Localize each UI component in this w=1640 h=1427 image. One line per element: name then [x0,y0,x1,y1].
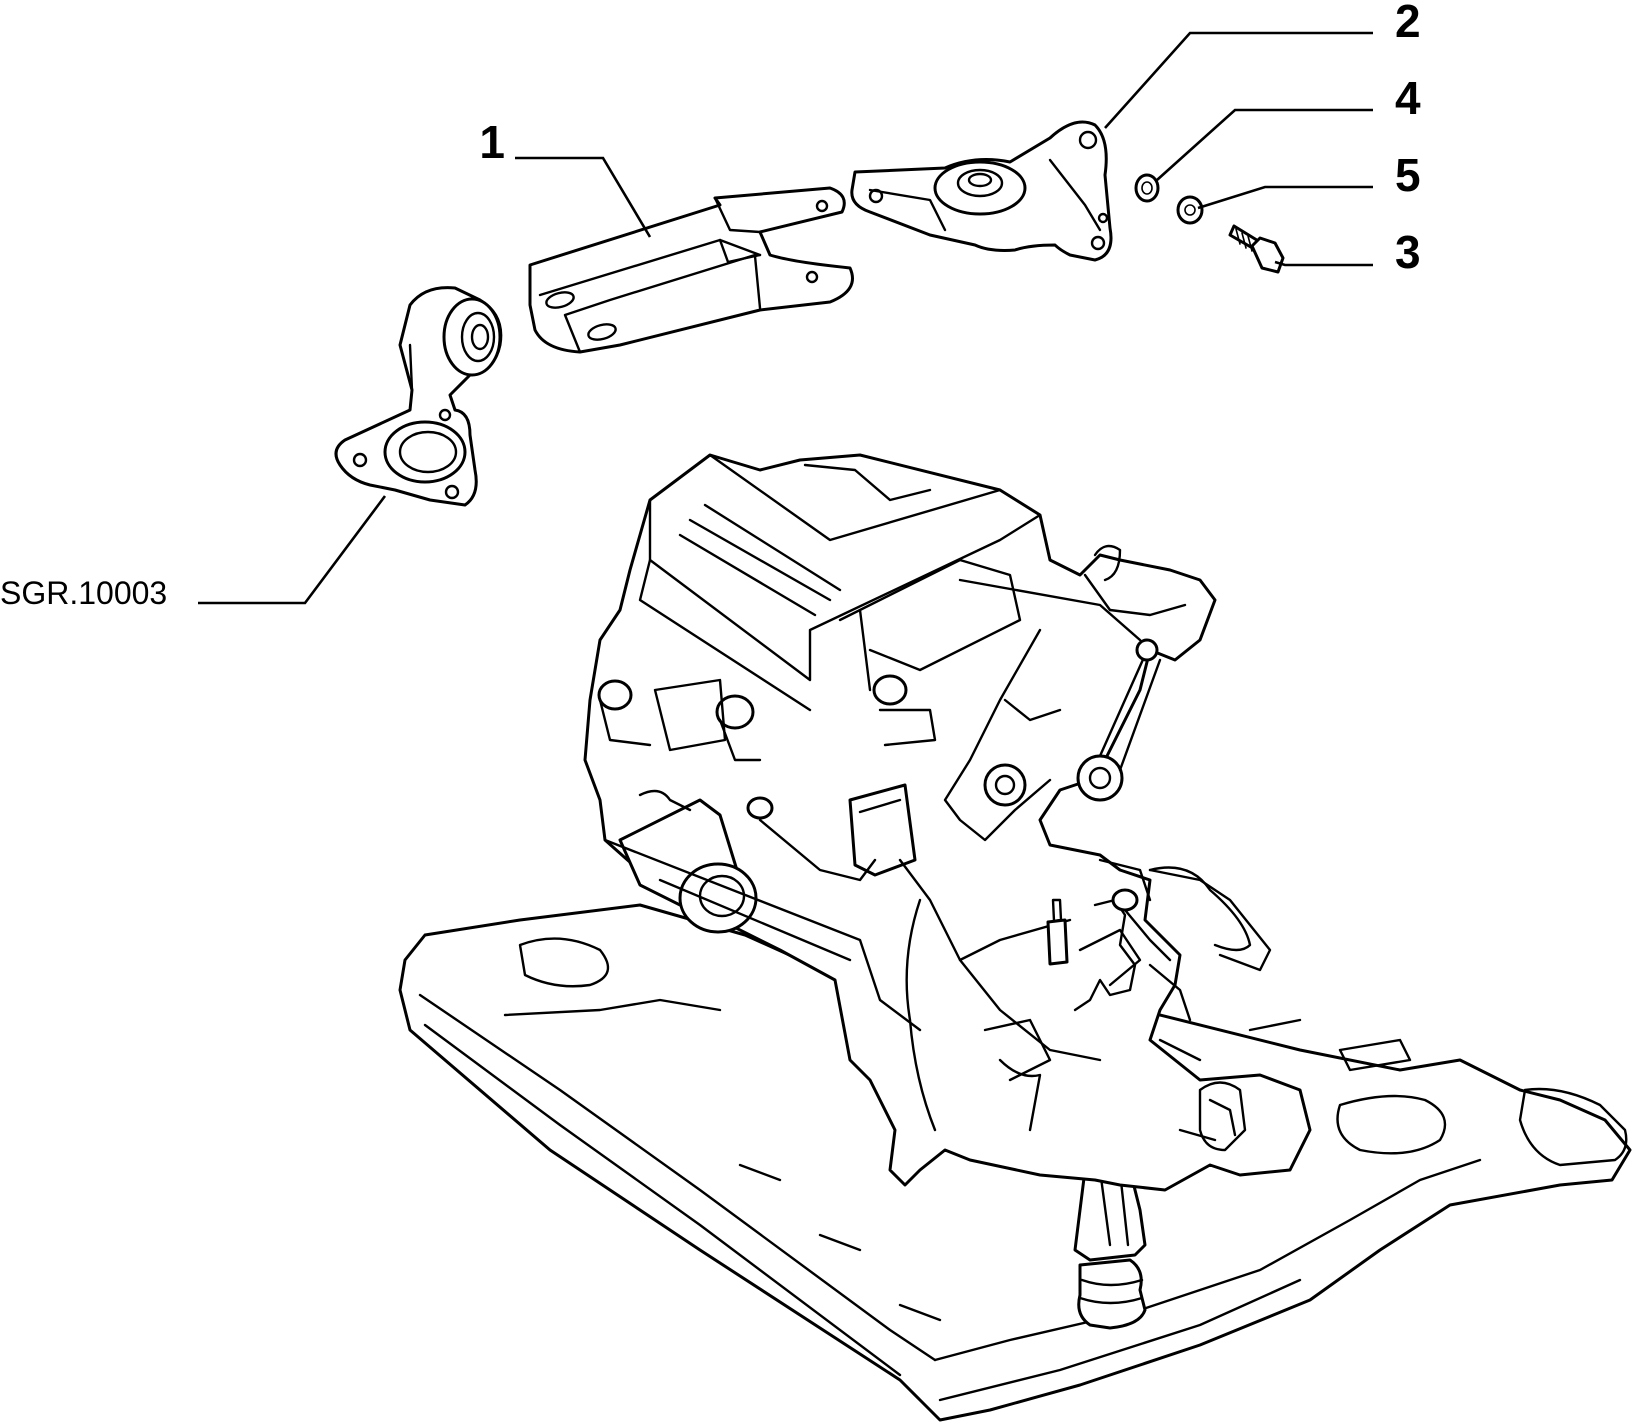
callout-2: 2 [1395,0,1421,47]
leader-lines [198,31,1373,605]
reference-code: SGR.10003 [0,575,167,611]
leader-line-1 [515,156,652,238]
leader-line-5 [1197,185,1373,210]
engine-gearbox-subframe-assembly [398,453,1632,1422]
callout-labels: 1 2 4 5 3 SGR.10003 [0,0,1421,611]
part-2-engine-mount [850,120,1113,262]
callout-5: 5 [1395,149,1421,201]
leader-line-4 [1156,108,1373,181]
leader-line-ref [198,495,387,605]
callout-4: 4 [1395,72,1421,124]
part-3-bolt [1228,224,1285,274]
left-mount-bracket [334,286,503,507]
part-4-washer [1134,173,1160,203]
part-1-reaction-link [528,186,854,354]
leader-line-2 [1104,31,1373,129]
leader-line-3 [1274,260,1373,267]
callout-1: 1 [479,116,505,168]
part-5-nut [1176,195,1204,225]
callout-3: 3 [1395,226,1421,278]
